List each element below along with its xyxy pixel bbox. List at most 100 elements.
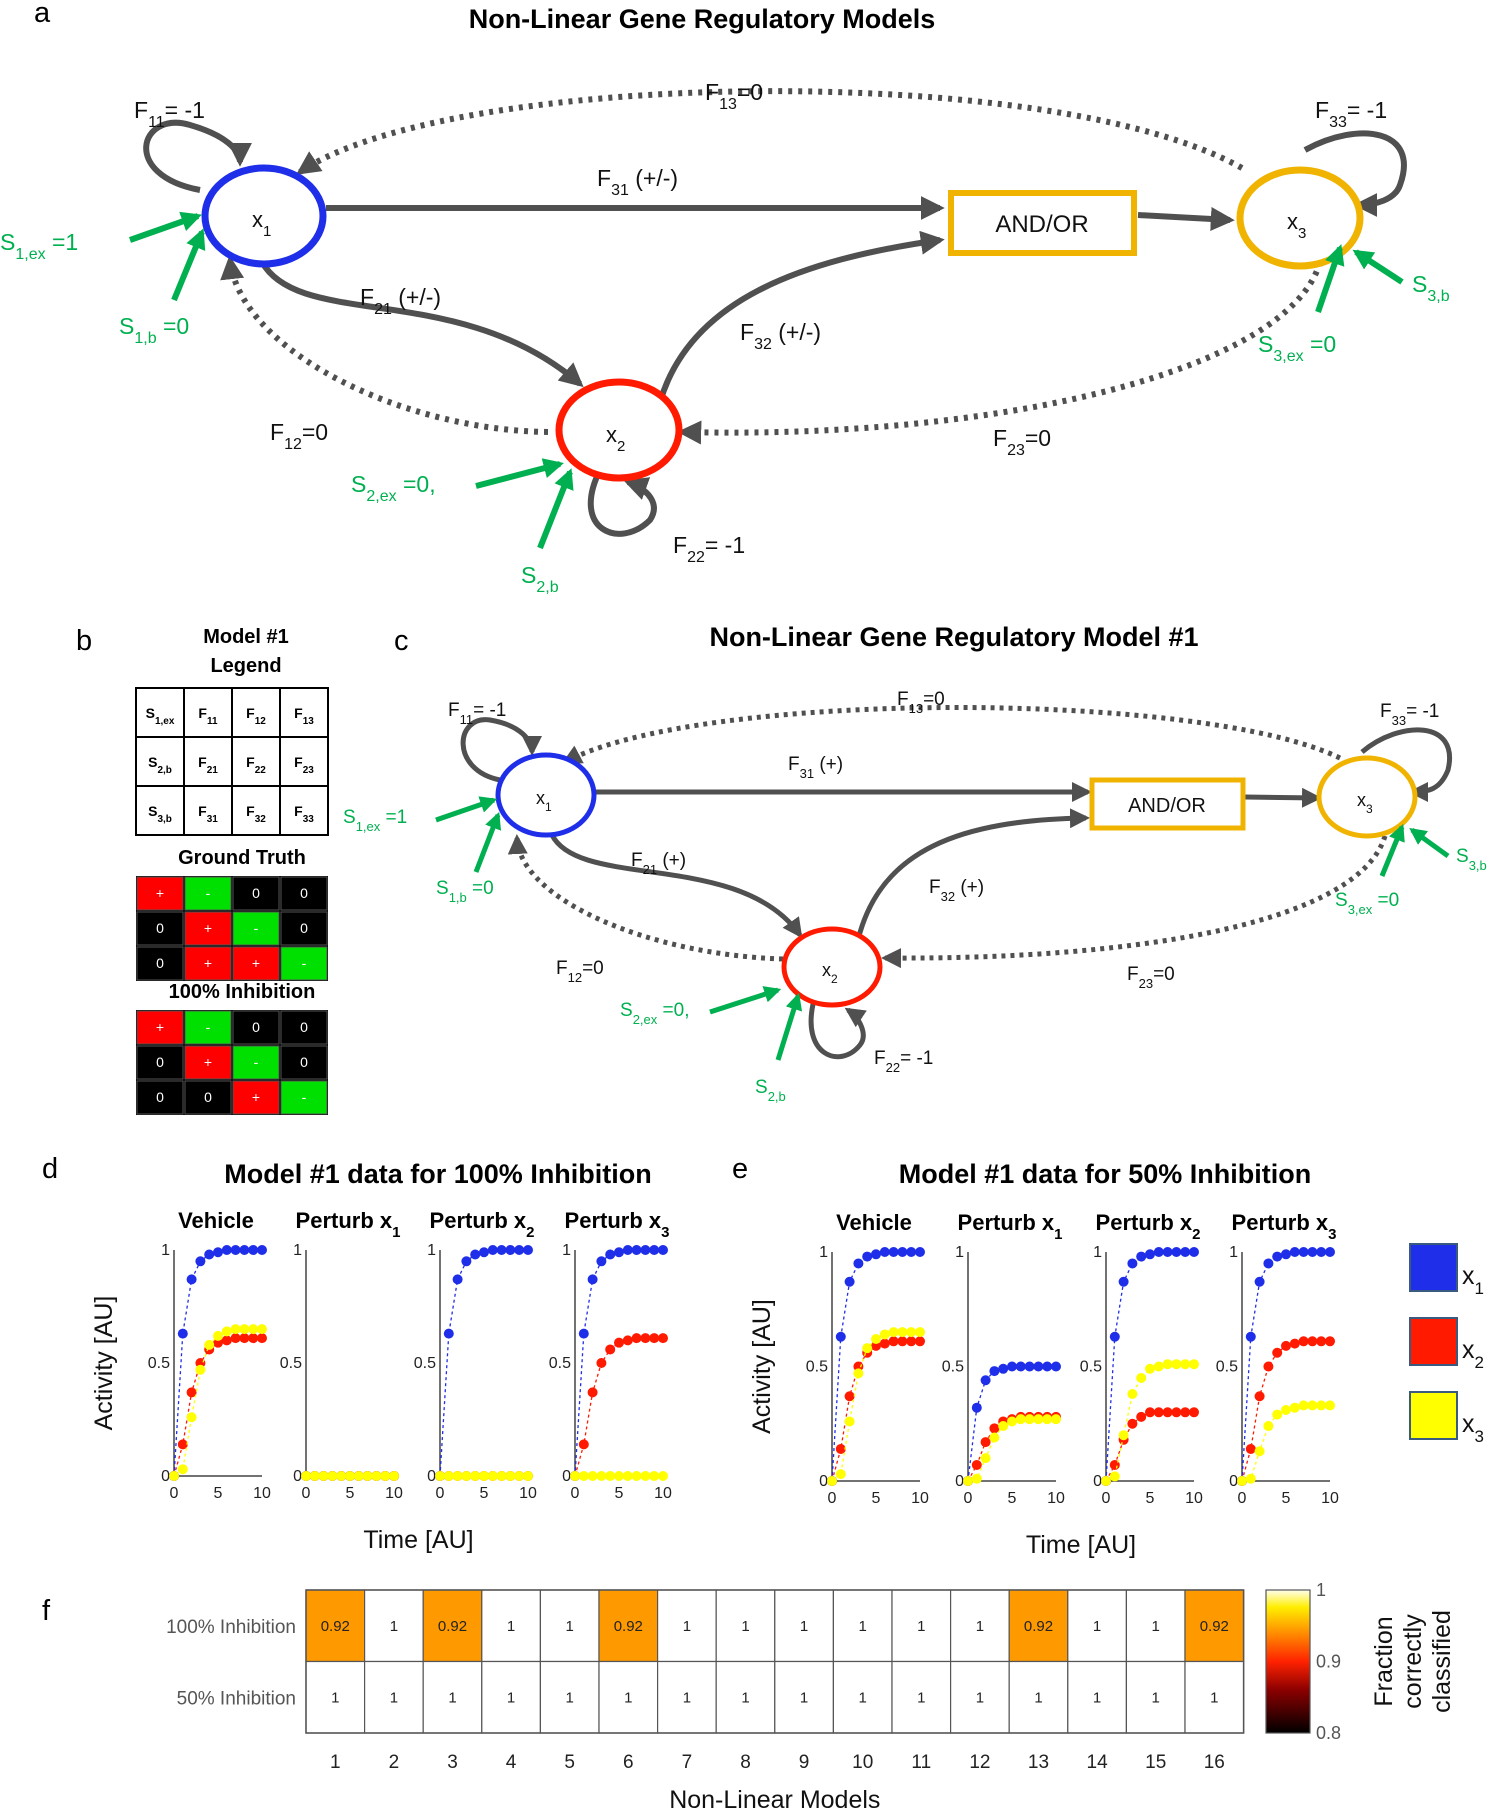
heatmap-cell [1125, 1589, 1186, 1663]
c-edge-f23 [881, 835, 1388, 969]
data-point-x3 [871, 1334, 881, 1345]
x-tick-label: 0 [436, 1485, 445, 1502]
data-point-x2 [1298, 1336, 1309, 1347]
heatmap-cell-value: 1 [800, 1689, 808, 1706]
heatmap-col-label: 9 [799, 1752, 810, 1773]
data-point-x3 [1162, 1359, 1173, 1370]
panel-a-title: Non-Linear Gene Regulatory Models [469, 4, 936, 34]
label-f22: F22= -1 [673, 532, 745, 566]
x-tick-label: 5 [1146, 1490, 1155, 1507]
data-point-x1 [514, 1245, 525, 1255]
edge-f32 [657, 230, 945, 403]
data-point-x1 [980, 1375, 991, 1386]
x-tick-label: 0 [828, 1490, 837, 1507]
x-tick-label: 5 [1282, 1490, 1291, 1507]
data-point-x1 [622, 1245, 633, 1255]
data-point-x2 [631, 1333, 642, 1344]
data-point-x2 [1189, 1407, 1199, 1418]
inhibition-cell [232, 1010, 280, 1045]
data-point-x3 [570, 1471, 580, 1481]
data-point-x1 [915, 1247, 925, 1257]
heatmap-col-label: 15 [1145, 1752, 1166, 1773]
ground-truth-cell-value: 0 [300, 920, 308, 936]
heatmap-cell-value: 1 [507, 1689, 515, 1706]
panel-c-inputs [435, 796, 1450, 1061]
panel-a-inputs [129, 211, 1404, 550]
y-tick-label: 1 [161, 1242, 170, 1259]
inhibition-cell [136, 1045, 184, 1080]
node-x2 [555, 378, 683, 482]
data-point-x3 [195, 1364, 206, 1375]
gate-label: AND/OR [995, 211, 1088, 238]
data-point-x2 [888, 1336, 899, 1347]
ground-truth-cell-value: 0 [156, 955, 164, 971]
data-point-x1 [186, 1274, 197, 1285]
data-point-x1 [1109, 1331, 1120, 1342]
data-point-x3 [658, 1471, 668, 1481]
y-tick-label: 1 [819, 1244, 828, 1261]
inhibition-title: 100% Inhibition [169, 981, 316, 1003]
label-f32: F32 (+/-) [740, 319, 821, 353]
label-s1ex: S1,ex =1 [0, 229, 78, 263]
heatmap-cell [891, 1589, 952, 1663]
heatmap-col-label: 2 [389, 1752, 400, 1773]
c-input-s2ex-arrow [709, 986, 782, 1015]
data-point-x1 [1281, 1249, 1291, 1260]
data-point-x3 [371, 1471, 382, 1481]
data-point-x1 [1015, 1361, 1026, 1372]
c-input-s2b-arrow [775, 992, 803, 1061]
data-point-x3 [835, 1469, 846, 1480]
data-point-x3 [353, 1471, 364, 1481]
inhibition-cell-value: + [156, 1019, 164, 1035]
colorbar-tick: 0.8 [1316, 1723, 1341, 1743]
data-point-x3 [435, 1471, 445, 1481]
y-tick-label: 0 [1229, 1473, 1238, 1490]
data-point-x3 [380, 1471, 391, 1481]
data-point-x1 [248, 1245, 259, 1255]
data-point-x3 [336, 1471, 347, 1481]
subplot-title: Perturb x1 [958, 1210, 1063, 1243]
ground-truth-cell [136, 911, 184, 946]
data-point-x3 [1272, 1409, 1283, 1420]
series-line-x1 [439, 1249, 528, 1477]
heatmap-row-label: 50% Inhibition [177, 1688, 296, 1709]
data-point-x3 [1245, 1473, 1256, 1484]
data-point-x2 [1127, 1418, 1138, 1429]
data-point-x1 [1136, 1251, 1147, 1262]
data-point-x2 [989, 1423, 1000, 1434]
heatmap-cell-value: 1 [331, 1689, 339, 1706]
data-point-x3 [605, 1471, 616, 1481]
heatmap-cell [364, 1660, 424, 1734]
inhibition-cell-value: 0 [252, 1019, 260, 1035]
inhibition-cell-value: - [254, 1054, 259, 1070]
data-point-x1 [640, 1245, 651, 1255]
data-point-x3 [487, 1471, 498, 1481]
data-point-x1 [177, 1328, 188, 1339]
data-point-x1 [888, 1247, 899, 1257]
ground-truth-cell [232, 946, 280, 981]
ground-truth-cell [136, 876, 184, 911]
legend-title-2: Legend [210, 655, 281, 677]
data-point-x3 [980, 1453, 991, 1464]
data-point-x3 [470, 1471, 481, 1481]
c-label-f33: F33= -1 [1380, 701, 1439, 728]
heatmap-col-label: 1 [330, 1752, 341, 1773]
data-point-x3 [204, 1339, 215, 1350]
heatmap-cell-value: 1 [1093, 1618, 1101, 1635]
c-label-s2b: S2,b [755, 1077, 786, 1104]
series-line-x2 [173, 1337, 262, 1477]
heatmap-cell [598, 1589, 659, 1663]
data-point-x3 [1307, 1400, 1318, 1411]
data-point-x1 [1254, 1276, 1265, 1287]
data-point-x2 [605, 1344, 616, 1355]
data-point-x1 [605, 1249, 616, 1260]
edge-gate-x3 [1137, 206, 1235, 231]
data-point-x3 [1118, 1430, 1129, 1441]
x-tick-label: 0 [1102, 1490, 1111, 1507]
data-point-x2 [844, 1391, 855, 1402]
heatmap-cell-value: 1 [800, 1618, 808, 1635]
c-input-s1b-arrow [473, 811, 502, 873]
label-s2b: S2,b [521, 562, 559, 596]
panel-d-letter: d [42, 1153, 58, 1185]
x-tick-label: 5 [872, 1490, 881, 1507]
